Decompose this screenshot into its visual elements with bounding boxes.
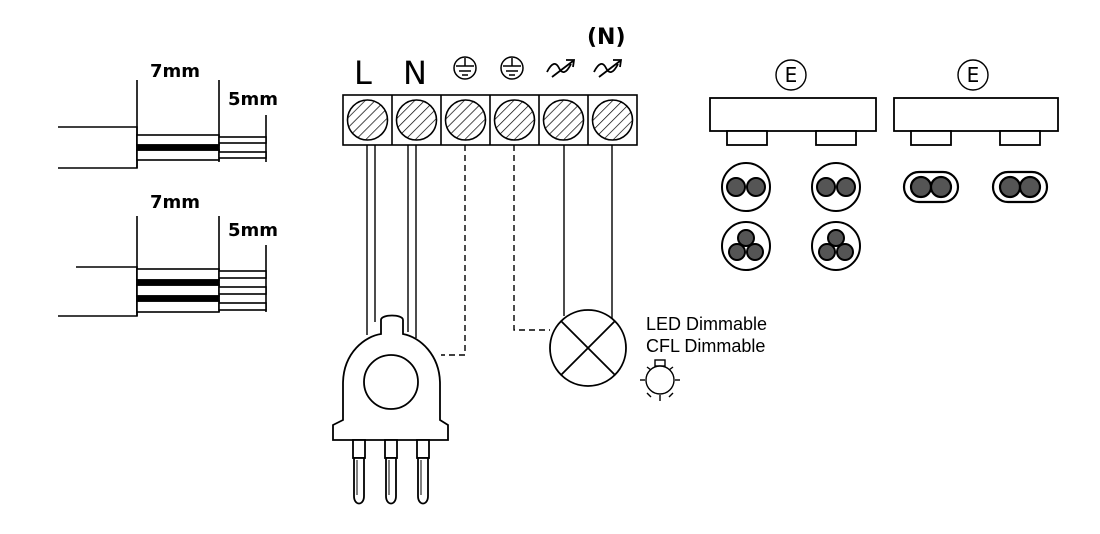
- earth-icon: [500, 56, 524, 80]
- earth-wires: [441, 145, 550, 356]
- strip-length-long: 7mm: [150, 61, 200, 82]
- terminal-label-L: L: [354, 54, 372, 92]
- dimmer-icon: [593, 59, 623, 78]
- box-label-icon: E: [957, 59, 989, 91]
- strip-length-short: 5mm: [228, 89, 278, 110]
- cable-section-3-core: [721, 221, 771, 271]
- strip-length-long-2: 7mm: [150, 192, 200, 213]
- terminal-block: [342, 94, 638, 146]
- strip-length-short-2: 5mm: [228, 220, 278, 241]
- terminal-label-N: N: [403, 54, 427, 92]
- cable-section-flat: [902, 170, 960, 204]
- wires: [366, 145, 613, 338]
- junction-box-left: [709, 97, 877, 146]
- cable-strip-2-core: [58, 80, 267, 169]
- bulb-icon: [640, 359, 680, 401]
- junction-box-right: [893, 97, 1059, 146]
- cable-section-2-core: [811, 162, 861, 212]
- lamp-type-led: LED Dimmable: [646, 314, 767, 334]
- box-label-right: E: [967, 63, 980, 87]
- cable-strip-3-core: [58, 216, 267, 317]
- dimmer-icon: [546, 59, 576, 78]
- lamp-symbol: [549, 309, 627, 387]
- cable-section-flat: [991, 170, 1049, 204]
- cable-section-3-core: [811, 221, 861, 271]
- plug-icon: [332, 314, 449, 505]
- lamp-type-cfl: CFL Dimmable: [646, 336, 765, 356]
- box-label-left: E: [785, 63, 798, 87]
- earth-icon: [453, 56, 477, 80]
- cable-section-2-core: [721, 162, 771, 212]
- box-label-icon: E: [775, 59, 807, 91]
- terminal-optional-neutral-label: (N): [587, 25, 626, 50]
